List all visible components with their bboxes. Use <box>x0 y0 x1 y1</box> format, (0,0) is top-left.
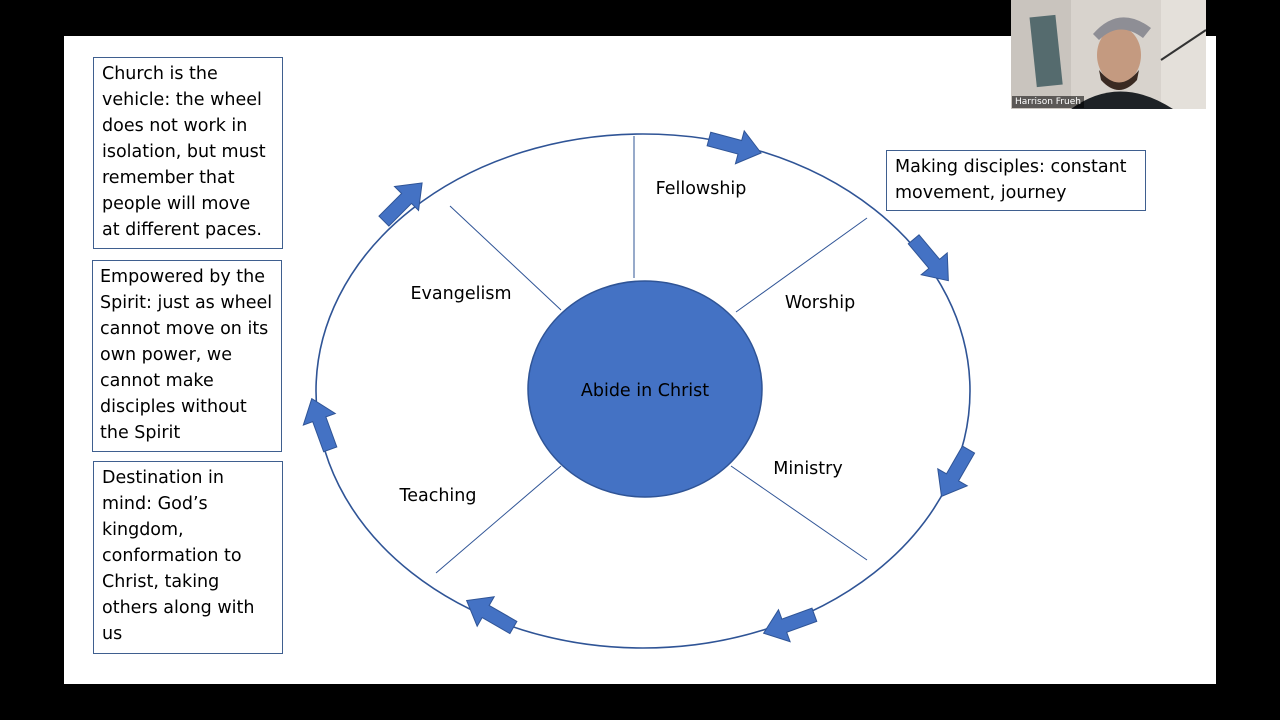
spoke-label-worship: Worship <box>785 293 855 313</box>
note-making-disciples: Making disciples: constant movement, jou… <box>886 150 1146 211</box>
arrow-up-icon <box>371 170 435 234</box>
hub-label: Abide in Christ <box>581 381 709 401</box>
spoke-label-fellowship: Fellowship <box>656 179 747 199</box>
spoke-label-evangelism: Evangelism <box>411 284 512 304</box>
wheel-spokes <box>435 136 868 574</box>
wheel-rim <box>315 133 971 649</box>
arrow-down-icon <box>926 440 984 506</box>
spoke-label-ministry: Ministry <box>773 459 842 479</box>
arrow-left-icon <box>457 585 523 643</box>
discipleship-wheel-diagram: Abide in Christ Fellowship Worship Minis… <box>295 122 984 650</box>
arrow-down-right-icon <box>900 227 962 293</box>
spoke-upper-left <box>449 205 562 311</box>
spoke-label-teaching: Teaching <box>399 486 477 506</box>
arrow-down-left-icon <box>757 598 821 650</box>
note-empowered-spirit: Empowered by the Spirit: just as wheel c… <box>92 260 282 452</box>
spoke-lower-right <box>730 465 868 561</box>
participant-video-tile[interactable]: Harrison Frueh <box>1011 0 1206 109</box>
participant-name: Harrison Frueh <box>1012 96 1084 108</box>
spoke-lower-left <box>435 465 562 574</box>
note-church-vehicle: Church is the vehicle: the wheel does no… <box>93 57 283 249</box>
participant-video-feed <box>1011 0 1206 109</box>
arrow-up-left-icon <box>295 392 347 456</box>
spoke-upper-right <box>735 217 868 313</box>
hub-circle <box>527 280 763 498</box>
note-destination: Destination in mind: God’s kingdom, conf… <box>93 461 283 654</box>
presentation-slide: Abide in Christ Fellowship Worship Minis… <box>64 36 1216 684</box>
arrow-right-icon <box>704 122 766 170</box>
